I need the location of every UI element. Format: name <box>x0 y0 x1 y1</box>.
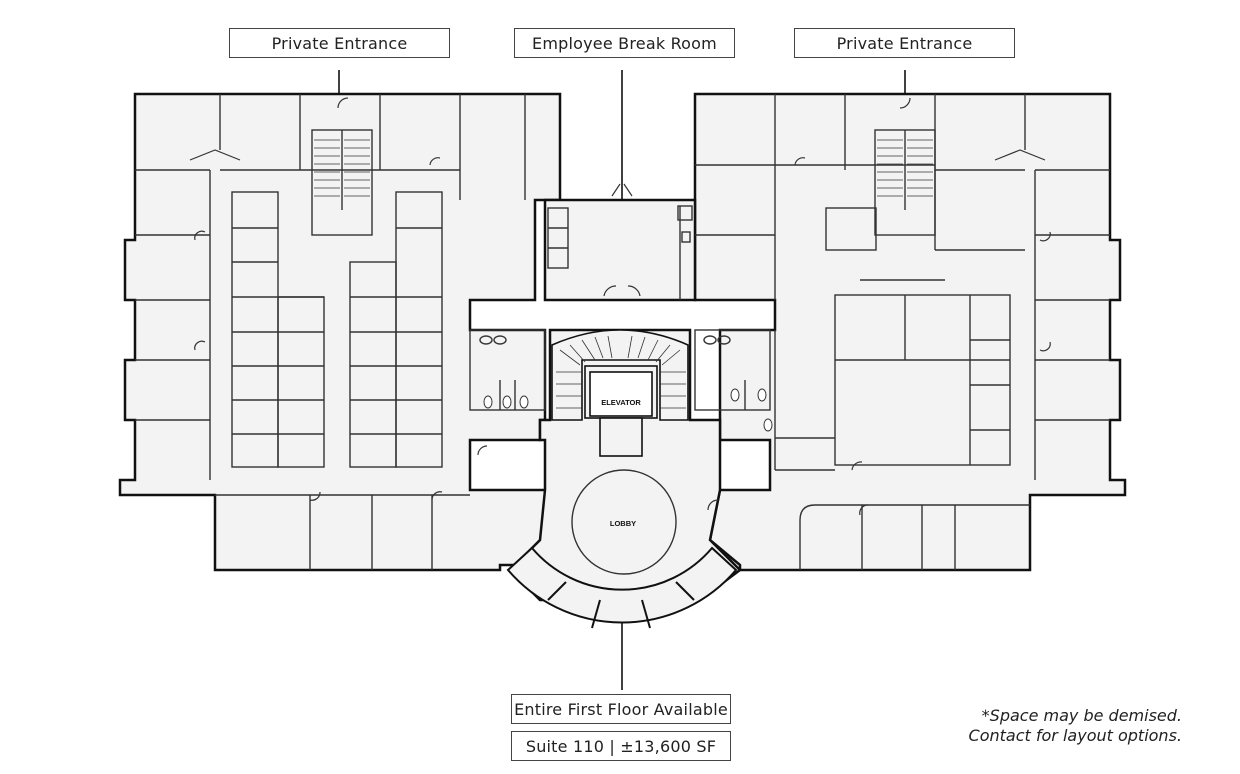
employee-break-room-label: Employee Break Room <box>514 28 735 58</box>
core-stair-lines <box>556 335 686 409</box>
private-entrance-left-label: Private Entrance <box>229 28 450 58</box>
door-swings <box>189 97 1051 516</box>
floor-available-label: Entire First Floor Available <box>511 694 731 724</box>
demise-note-line2: Contact for layout options. <box>968 726 1182 745</box>
stair-treads <box>314 139 933 197</box>
interior-partitions <box>135 94 1110 570</box>
rotunda-bays <box>506 546 738 629</box>
demise-note-line1: *Space may be demised. <box>981 706 1182 725</box>
toilet-fixtures <box>483 388 773 432</box>
suite-info-label: Suite 110 | ±13,600 SF <box>511 731 731 761</box>
elevator-label: ELEVATOR <box>601 398 641 407</box>
lobby-label: LOBBY <box>610 519 636 528</box>
demise-note: *Space may be demised. Contact for layou… <box>969 706 1182 746</box>
elevator-core <box>551 329 689 457</box>
lobby-circle <box>571 469 677 575</box>
private-entrance-right-label: Private Entrance <box>794 28 1015 58</box>
